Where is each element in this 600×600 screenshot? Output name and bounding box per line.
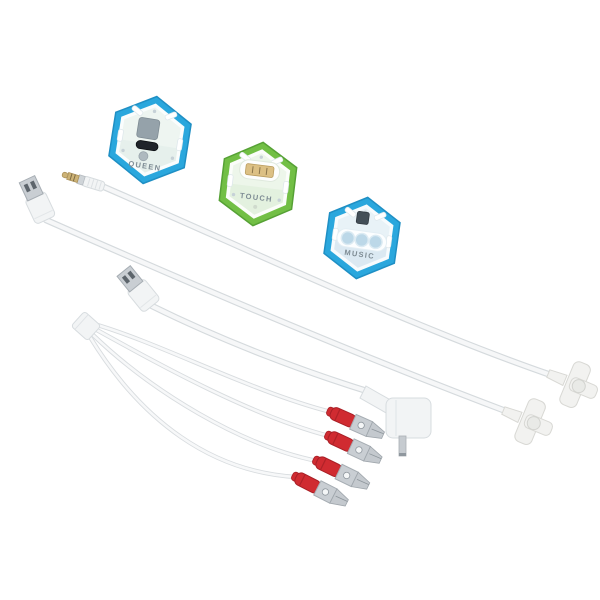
queen-square-component [136, 117, 161, 141]
module-queen-hexagon: QUEEN [108, 95, 192, 185]
music-button-1 [340, 230, 356, 246]
music-button-3 [368, 234, 383, 250]
alligator-clip-3 [312, 455, 371, 490]
queen-edge-tabs [116, 105, 184, 152]
t-connector-2 [501, 398, 553, 445]
cable-harness-wires [87, 321, 334, 480]
touch-edge-tabs [226, 151, 290, 194]
t-connector-1 [546, 361, 598, 408]
right-angle-plug [359, 385, 432, 457]
touch-label: TOUCH [239, 191, 273, 204]
cable-usb-to-right-angle [148, 302, 374, 396]
module-music-hexagon: MUSIC [323, 196, 401, 280]
harness-block-connector [71, 311, 101, 341]
music-button-2 [354, 232, 369, 248]
cable-usb-to-t [42, 216, 507, 414]
usb-a-connector-1 [18, 174, 56, 224]
music-edge-tabs [331, 206, 393, 249]
alligator-clip-1 [326, 406, 385, 439]
music-label: MUSIC [344, 248, 376, 261]
audio-jack-connector [61, 171, 106, 192]
music-speaker-square [355, 210, 370, 225]
queen-micro-usb-port [135, 140, 159, 152]
alligator-clip-2 [324, 430, 383, 464]
usb-a-connector-2 [116, 264, 160, 312]
queen-button [138, 151, 149, 162]
cable-audio-to-t [100, 183, 552, 378]
module-touch-hexagon: TOUCH [218, 141, 298, 227]
alligator-clip-4 [291, 471, 349, 507]
